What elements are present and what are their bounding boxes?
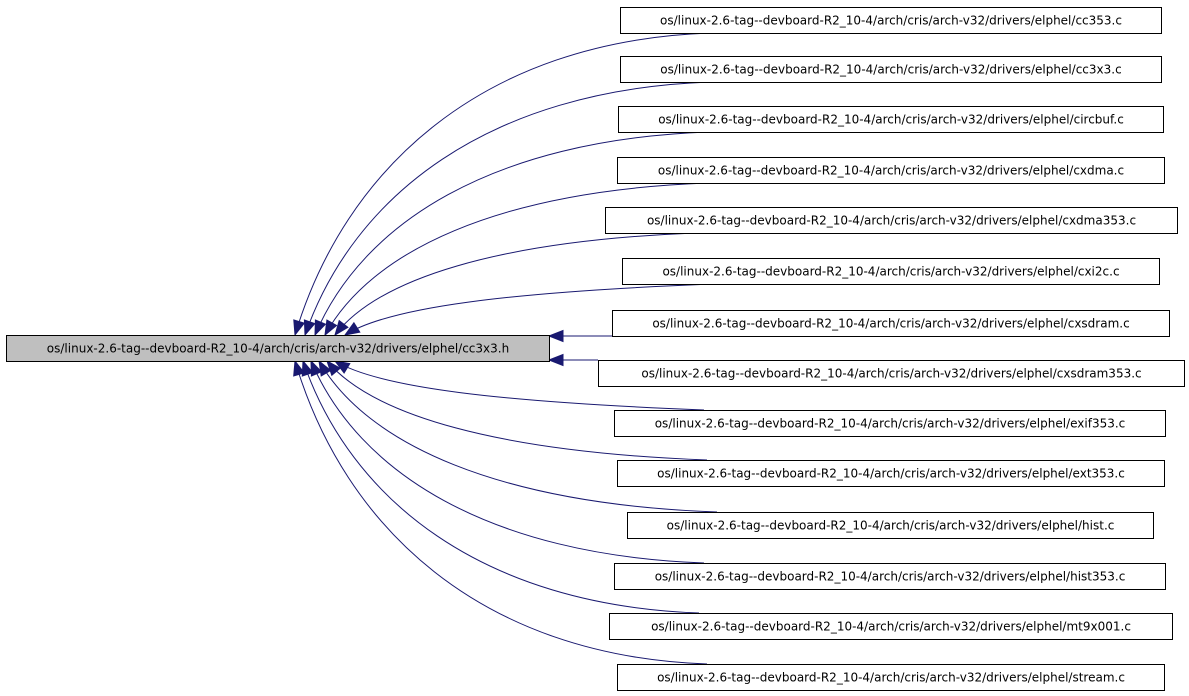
include-edge-2-arrowhead (303, 319, 316, 337)
source-node-6[interactable]: os/linux-2.6-tag--devboard-R2_10-4/arch/… (622, 258, 1160, 285)
source-node-3-label: os/linux-2.6-tag--devboard-R2_10-4/arch/… (658, 113, 1124, 127)
source-node-13[interactable]: os/linux-2.6-tag--devboard-R2_10-4/arch/… (609, 613, 1173, 640)
source-node-4-box (617, 157, 1165, 184)
nodes-layer: os/linux-2.6-tag--devboard-R2_10-4/arch/… (6, 7, 1185, 691)
source-node-9[interactable]: os/linux-2.6-tag--devboard-R2_10-4/arch/… (614, 410, 1166, 437)
source-node-14[interactable]: os/linux-2.6-tag--devboard-R2_10-4/arch/… (617, 664, 1165, 691)
source-node-11-box (627, 512, 1154, 539)
source-node-5[interactable]: os/linux-2.6-tag--devboard-R2_10-4/arch/… (605, 207, 1178, 234)
source-node-4[interactable]: os/linux-2.6-tag--devboard-R2_10-4/arch/… (617, 157, 1165, 184)
source-node-7-box (612, 310, 1170, 337)
include-edge-12-arrowhead (310, 359, 323, 377)
include-edge-5 (334, 232, 696, 336)
include-edge-6-arrowhead (343, 321, 361, 336)
source-node-1-label: os/linux-2.6-tag--devboard-R2_10-4/arch/… (660, 14, 1122, 28)
source-node-12-label: os/linux-2.6-tag--devboard-R2_10-4/arch/… (655, 570, 1126, 584)
source-node-8-box (598, 360, 1185, 387)
include-edge-13 (302, 360, 700, 614)
source-node-7-label: os/linux-2.6-tag--devboard-R2_10-4/arch/… (652, 317, 1129, 331)
include-edge-9 (334, 360, 705, 411)
include-edge-3 (314, 131, 709, 336)
source-node-1[interactable]: os/linux-2.6-tag--devboard-R2_10-4/arch/… (620, 7, 1162, 34)
include-edge-12 (310, 360, 705, 564)
include-edge-10 (326, 360, 708, 461)
include-edge-11 (318, 360, 718, 513)
include-edge-14 (294, 360, 708, 665)
source-node-14-label: os/linux-2.6-tag--devboard-R2_10-4/arch/… (657, 671, 1125, 685)
source-node-5-box (605, 207, 1178, 234)
include-edge-6 (344, 283, 713, 336)
include-edge-8-arrowhead (547, 353, 564, 367)
edges-layer (293, 32, 718, 665)
source-node-13-label: os/linux-2.6-tag--devboard-R2_10-4/arch/… (651, 620, 1131, 634)
include-edge-5-arrowhead (334, 319, 349, 337)
source-node-10[interactable]: os/linux-2.6-tag--devboard-R2_10-4/arch/… (617, 460, 1165, 487)
target-node-cc3x3-h[interactable]: os/linux-2.6-tag--devboard-R2_10-4/arch/… (6, 335, 550, 362)
source-node-6-box (622, 258, 1160, 285)
source-node-2[interactable]: os/linux-2.6-tag--devboard-R2_10-4/arch/… (620, 56, 1162, 83)
source-node-2-box (620, 56, 1162, 83)
include-edge-10-arrowhead (326, 359, 342, 377)
source-node-12[interactable]: os/linux-2.6-tag--devboard-R2_10-4/arch/… (614, 563, 1166, 590)
source-node-13-box (609, 613, 1173, 640)
source-node-11[interactable]: os/linux-2.6-tag--devboard-R2_10-4/arch/… (627, 512, 1154, 539)
include-edge-1-arrowhead (293, 319, 306, 337)
target-node-cc3x3-h-box (6, 335, 550, 362)
source-node-5-label: os/linux-2.6-tag--devboard-R2_10-4/arch/… (647, 214, 1136, 228)
source-node-7[interactable]: os/linux-2.6-tag--devboard-R2_10-4/arch/… (612, 310, 1170, 337)
source-node-10-label: os/linux-2.6-tag--devboard-R2_10-4/arch/… (657, 467, 1125, 481)
source-node-3-box (618, 106, 1164, 133)
target-node-cc3x3-h-label: os/linux-2.6-tag--devboard-R2_10-4/arch/… (47, 342, 509, 356)
source-node-14-box (617, 664, 1165, 691)
include-edge-3-arrowhead (314, 319, 327, 337)
include-edge-1 (294, 32, 711, 336)
include-edge-4 (324, 182, 708, 336)
include-edge-14-arrowhead (293, 359, 306, 377)
include-edge-2 (304, 81, 711, 336)
include-edge-13-arrowhead (301, 359, 314, 377)
source-node-10-box (617, 460, 1165, 487)
include-edge-4-arrowhead (324, 319, 338, 337)
source-node-8-label: os/linux-2.6-tag--devboard-R2_10-4/arch/… (641, 367, 1141, 381)
include-edge-11-arrowhead (318, 359, 332, 377)
source-node-2-label: os/linux-2.6-tag--devboard-R2_10-4/arch/… (660, 63, 1121, 77)
source-node-11-label: os/linux-2.6-tag--devboard-R2_10-4/arch/… (667, 519, 1115, 533)
source-node-3[interactable]: os/linux-2.6-tag--devboard-R2_10-4/arch/… (618, 106, 1164, 133)
source-node-12-box (614, 563, 1166, 590)
source-node-9-box (614, 410, 1166, 437)
include-edge-9-arrowhead (333, 360, 351, 374)
source-node-4-label: os/linux-2.6-tag--devboard-R2_10-4/arch/… (658, 164, 1124, 178)
source-node-9-label: os/linux-2.6-tag--devboard-R2_10-4/arch/… (655, 417, 1126, 431)
source-node-6-label: os/linux-2.6-tag--devboard-R2_10-4/arch/… (662, 265, 1119, 279)
include-edge-7-arrowhead (547, 329, 564, 343)
source-node-8[interactable]: os/linux-2.6-tag--devboard-R2_10-4/arch/… (598, 360, 1185, 387)
source-node-1-box (620, 7, 1162, 34)
